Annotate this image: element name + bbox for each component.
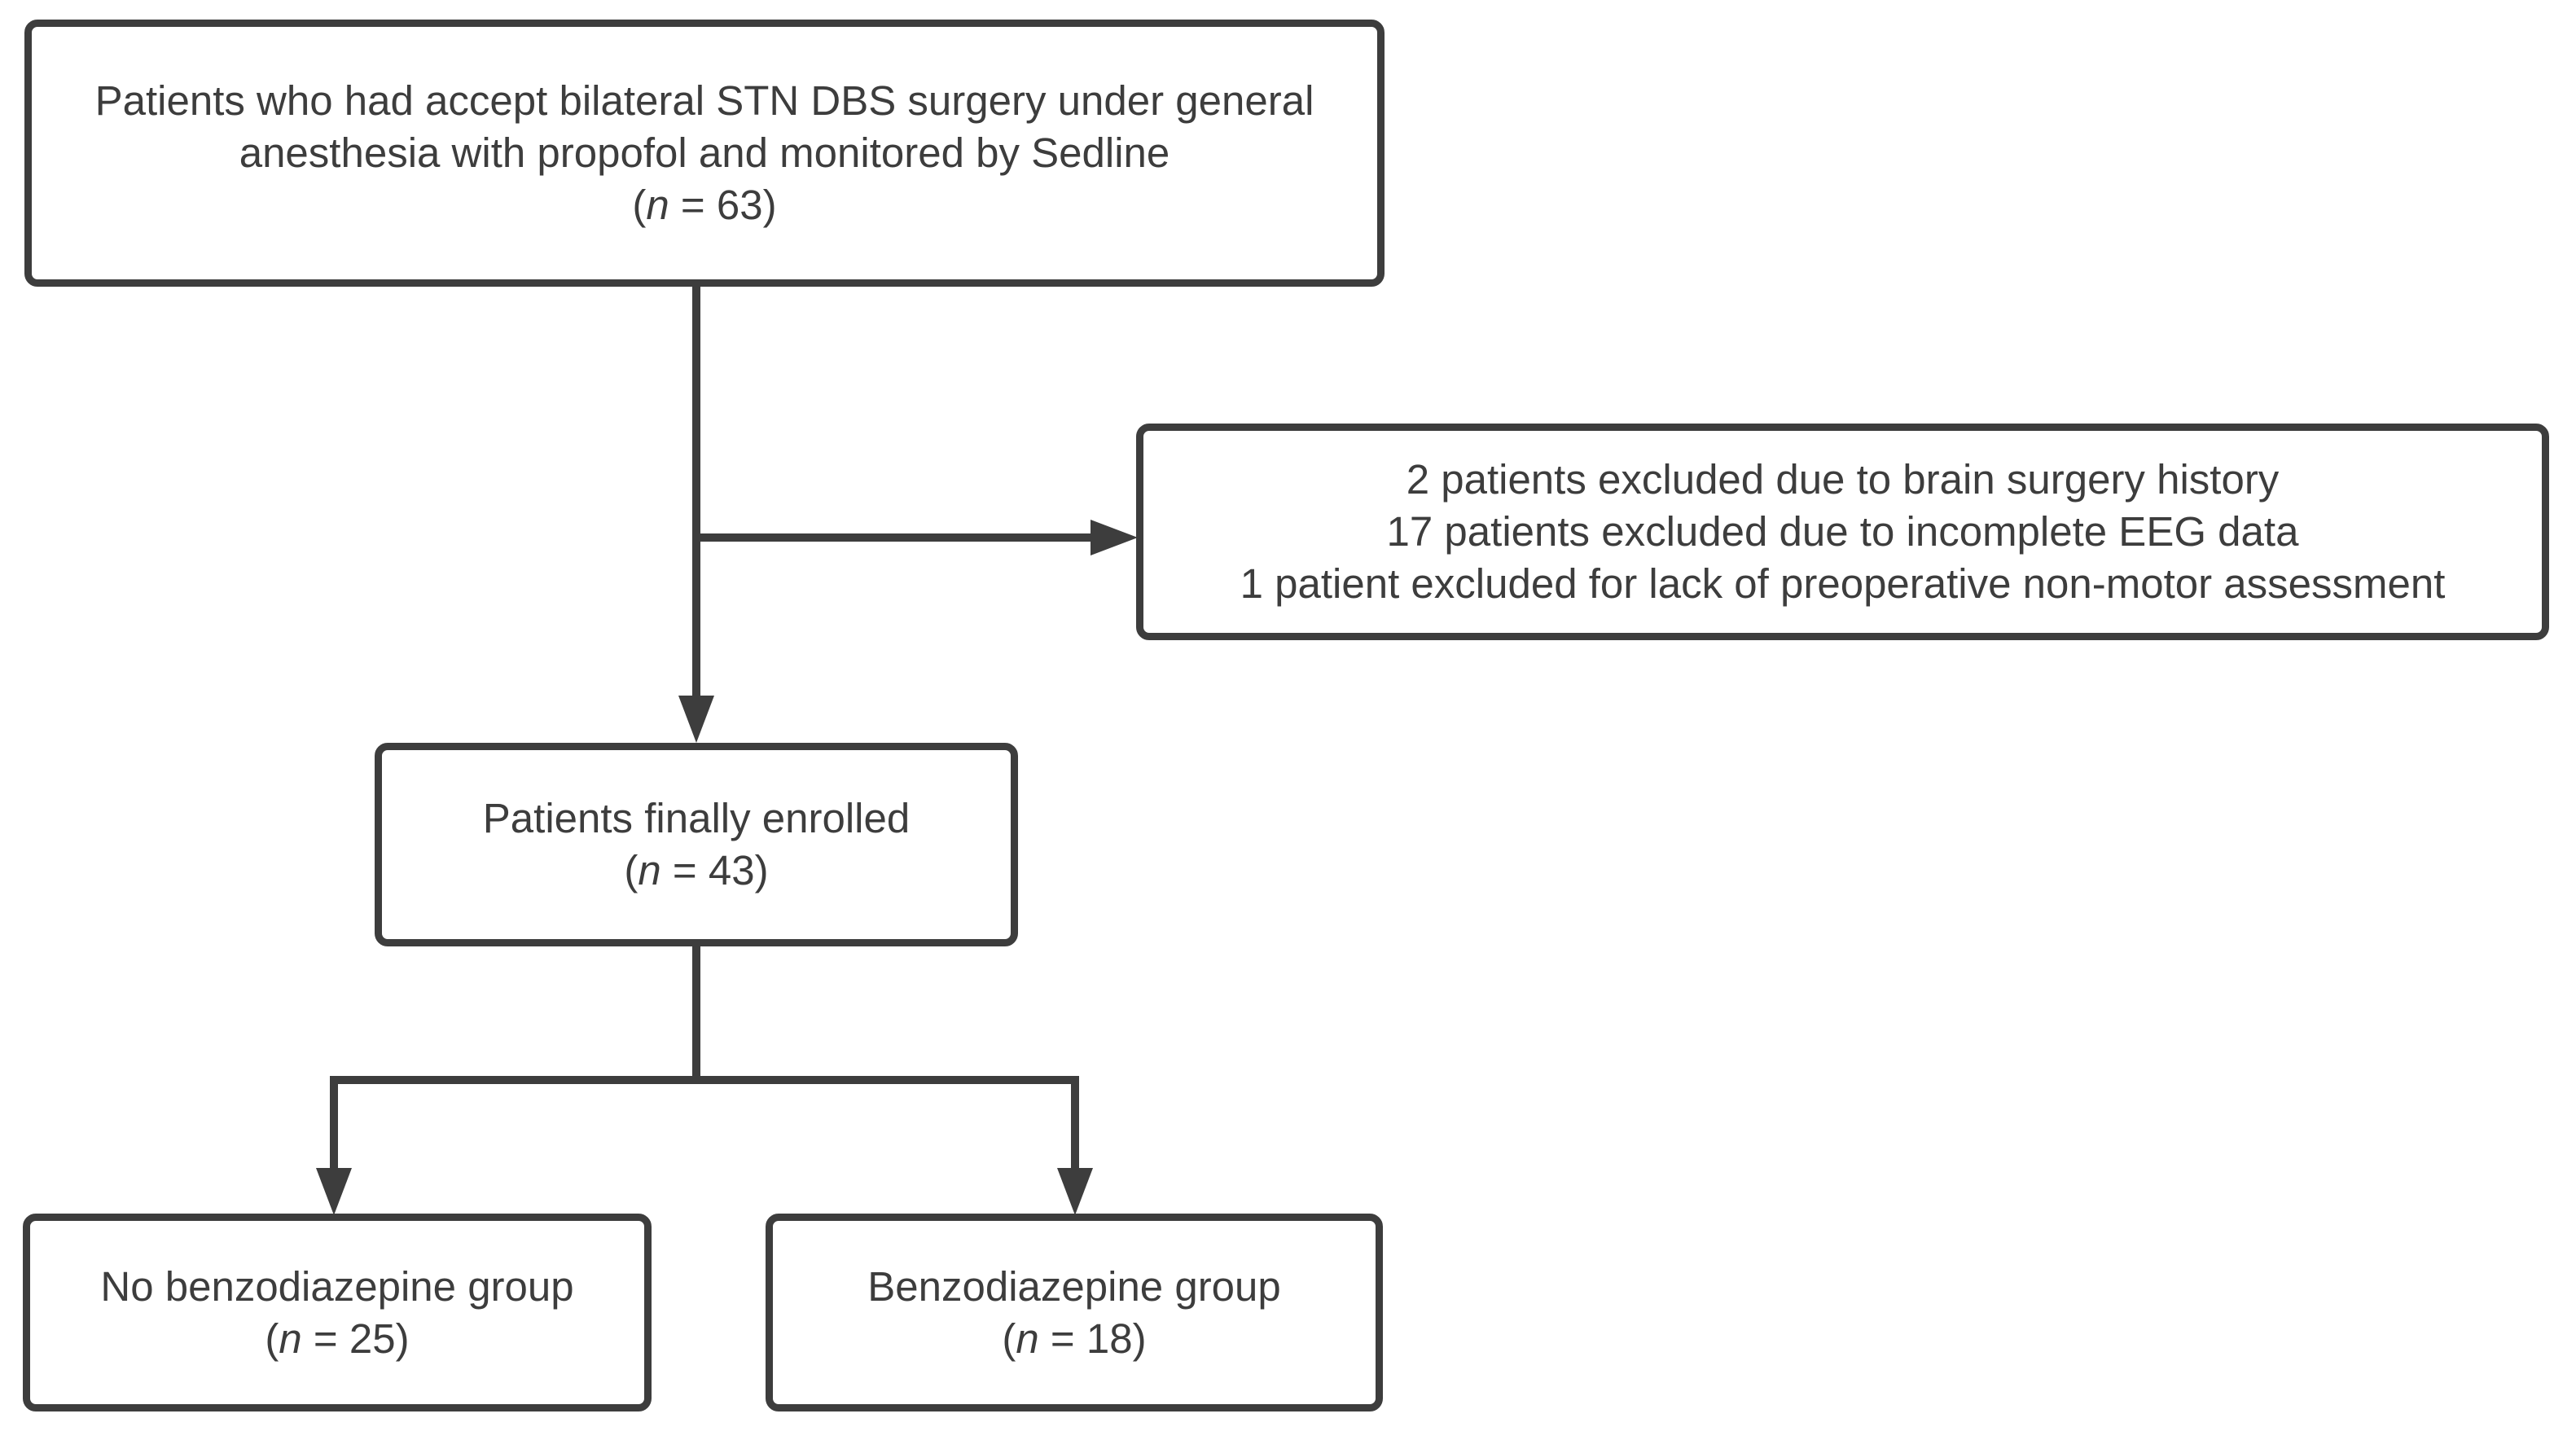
flow-line-to-excluded [692,533,1093,542]
count-value: = 25) [301,1315,410,1362]
box-text-line: No benzodiazepine group [100,1262,574,1310]
flow-line-to-benzodiazepine [1071,1076,1079,1171]
box-text-line: 2 patients excluded due to brain surgery… [1406,456,2280,503]
box-text-line: 1 patient excluded for lack of preoperat… [1240,560,2446,607]
sample-size-line: (n = 43) [624,845,768,897]
arrowhead-right-icon [1091,520,1138,555]
count-n-symbol: n [279,1315,302,1362]
flow-line-to-no-benzodiazepine [330,1076,338,1171]
box-eligible-patients: Patients who had accept bilateral STN DB… [24,20,1385,287]
box-text-line: Patients finally enrolled [482,795,911,841]
flow-line-split-horizontal [330,1076,1079,1084]
sample-size-line: (n = 18) [1002,1313,1146,1365]
sample-size-line: (n = 25) [265,1313,409,1365]
box-text-line: 17 patients excluded due to incomplete E… [1386,508,2299,555]
box-text-line: Patients who had accept bilateral STN DB… [94,77,1314,124]
count-open-paren: ( [632,182,647,228]
flow-line-eligible-to-enrolled [692,283,700,702]
arrowhead-down-icon [316,1168,352,1215]
box-enrolled-patients: Patients finally enrolled (n = 43) [375,743,1018,946]
count-n-symbol: n [646,182,669,228]
count-value: = 18) [1038,1315,1147,1362]
arrowhead-down-icon [678,696,714,743]
arrowhead-down-icon [1057,1168,1093,1215]
box-text-line: Benzodiazepine group [867,1262,1281,1310]
box-excluded-patients: 2 patients excluded due to brain surgery… [1136,424,2549,640]
box-text-line: anesthesia with propofol and monitored b… [239,130,1170,176]
count-open-paren: ( [1002,1315,1016,1362]
flow-line-enrolled-to-split [692,946,700,1084]
count-open-paren: ( [265,1315,279,1362]
box-benzodiazepine-group: Benzodiazepine group (n = 18) [766,1214,1383,1411]
sample-size-line: (n = 63) [632,179,776,231]
count-open-paren: ( [624,847,639,893]
count-value: = 43) [660,847,769,893]
count-value: = 63) [669,182,777,228]
count-n-symbol: n [638,847,661,893]
box-no-benzodiazepine-group: No benzodiazepine group (n = 25) [23,1214,652,1411]
count-n-symbol: n [1016,1315,1039,1362]
